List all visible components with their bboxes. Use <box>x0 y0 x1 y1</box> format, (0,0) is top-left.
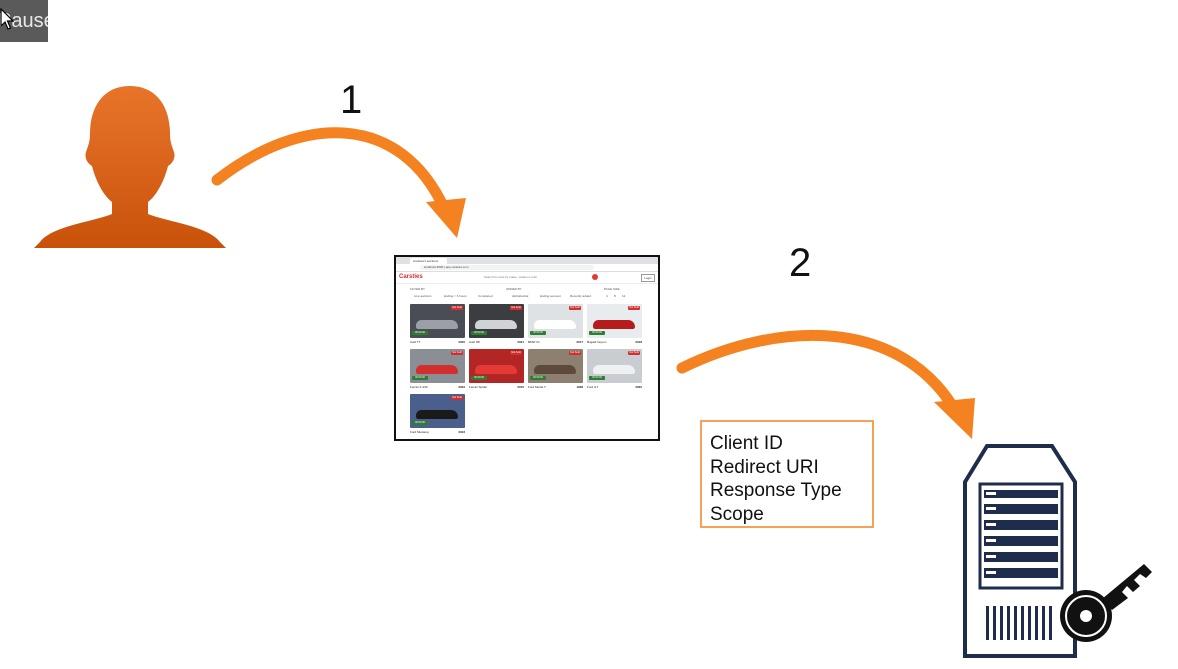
car-year: 2021 <box>517 340 524 344</box>
arrow-2-head <box>934 398 975 439</box>
car-status-badge: Not Sold <box>451 351 463 355</box>
arrow-1-head <box>426 198 466 238</box>
car-status-badge: Not Sold <box>510 306 522 310</box>
car-status-badge: Not Sold <box>628 351 640 355</box>
car-status-badge: Not Sold <box>451 306 463 310</box>
key-icon <box>1060 564 1152 642</box>
page-size-4[interactable]: 4 <box>606 294 608 298</box>
filter-live[interactable]: Live auctions <box>414 294 432 298</box>
app-filters: FILTER BY ORDER BY PAGE SIZE Live auctio… <box>410 287 640 301</box>
pause-label: Pause <box>0 10 48 32</box>
browser-tab[interactable]: Carsties's auctions <box>410 258 447 264</box>
car-timer: 00:00:00 <box>471 331 487 335</box>
order-heading: ORDER BY <box>506 287 522 291</box>
browser-url-bar: localhost:3000 | app.carsties.com <box>396 264 658 272</box>
order-recent[interactable]: Recently added <box>570 294 591 298</box>
page-size-8[interactable]: 8 <box>614 294 616 298</box>
car-body <box>416 320 458 329</box>
step-1-label: 1 <box>340 78 363 122</box>
filter-completed[interactable]: Completed <box>478 294 493 298</box>
car-timer: 00:00:00 <box>412 331 428 335</box>
car-name: Ferrari F-430 <box>410 385 428 389</box>
car-body <box>534 365 576 374</box>
car-name: Ford Mustang <box>410 430 429 434</box>
pause-overlay[interactable]: Pause <box>0 0 48 42</box>
param-response-type: Response Type <box>710 480 842 501</box>
car-name: Ford GT <box>587 385 599 389</box>
filter-heading: FILTER BY <box>410 287 425 291</box>
app-search[interactable]: Search for cars by make, model or color <box>484 275 538 279</box>
car-status-badge: Not Sold <box>510 351 522 355</box>
login-button[interactable]: Login <box>641 274 655 282</box>
arrow-2 <box>676 329 961 416</box>
car-timer: 00:00:00 <box>471 376 487 380</box>
user-silhouette-icon <box>34 86 226 248</box>
order-alphabetical[interactable]: Alphabetical <box>512 294 529 298</box>
mouse-cursor-icon <box>0 8 14 30</box>
param-client-id: Client ID <box>710 433 783 454</box>
car-body <box>475 365 517 374</box>
browser-tab-bar: Carsties's auctions <box>396 257 658 272</box>
car-body <box>593 365 635 374</box>
car-timer: 00:00:00 <box>589 331 605 335</box>
step-2-label: 2 <box>789 241 812 285</box>
param-scope: Scope <box>710 503 764 525</box>
car-year: 2020 <box>635 385 642 389</box>
car-year: 2017 <box>576 340 583 344</box>
car-name: Audi R8 <box>469 340 480 344</box>
car-body <box>593 320 635 329</box>
filter-ending[interactable]: Ending < 6 hours <box>444 294 467 298</box>
browser-url[interactable]: localhost:3000 | app.carsties.com <box>420 265 594 270</box>
app-logo[interactable]: Carsties <box>399 274 423 280</box>
app-header: Carsties Search for cars by make, model … <box>396 272 658 284</box>
auth-request-params: Client ID Redirect URI Response Type Sco… <box>700 420 874 528</box>
page-size-12[interactable]: 12 <box>622 294 626 298</box>
car-status-badge: Not Sold <box>451 396 463 400</box>
arrow-1 <box>211 127 451 216</box>
car-body <box>475 320 517 329</box>
car-timer: 00:00:00 <box>530 331 546 335</box>
car-name: Bugatti Veyron <box>587 340 607 344</box>
car-body <box>416 410 458 419</box>
car-year: 2020 <box>458 340 465 344</box>
car-status-badge: Not Sold <box>569 351 581 355</box>
page-size-heading: PAGE SIZE <box>604 287 620 291</box>
param-redirect-uri: Redirect URI <box>710 456 819 478</box>
car-timer: 00:00:00 <box>412 421 428 425</box>
car-timer: 00:00:00 <box>530 376 546 380</box>
authorization-server-icon <box>963 444 1152 658</box>
car-name: Audi TT <box>410 340 421 344</box>
car-year: 2023 <box>458 430 465 434</box>
client-app-screenshot: Carsties's auctions localhost:3000 | app… <box>394 255 660 441</box>
car-timer: 00:00:00 <box>412 376 428 380</box>
car-body <box>416 365 458 374</box>
car-status-badge: Not Sold <box>569 306 581 310</box>
order-ending[interactable]: Ending soonest <box>540 294 561 298</box>
app-avatar-icon <box>592 274 598 280</box>
car-body <box>534 320 576 329</box>
car-status-badge: Not Sold <box>628 306 640 310</box>
car-name: Ford Model T <box>528 385 546 389</box>
car-year: 2015 <box>517 385 524 389</box>
car-year: 2018 <box>635 340 642 344</box>
car-name: Ferrari Spider <box>469 385 488 389</box>
car-year: 1938 <box>576 385 583 389</box>
car-timer: 00:00:00 <box>589 376 605 380</box>
car-name: BMW X1 <box>528 340 540 344</box>
car-year: 2022 <box>458 385 465 389</box>
